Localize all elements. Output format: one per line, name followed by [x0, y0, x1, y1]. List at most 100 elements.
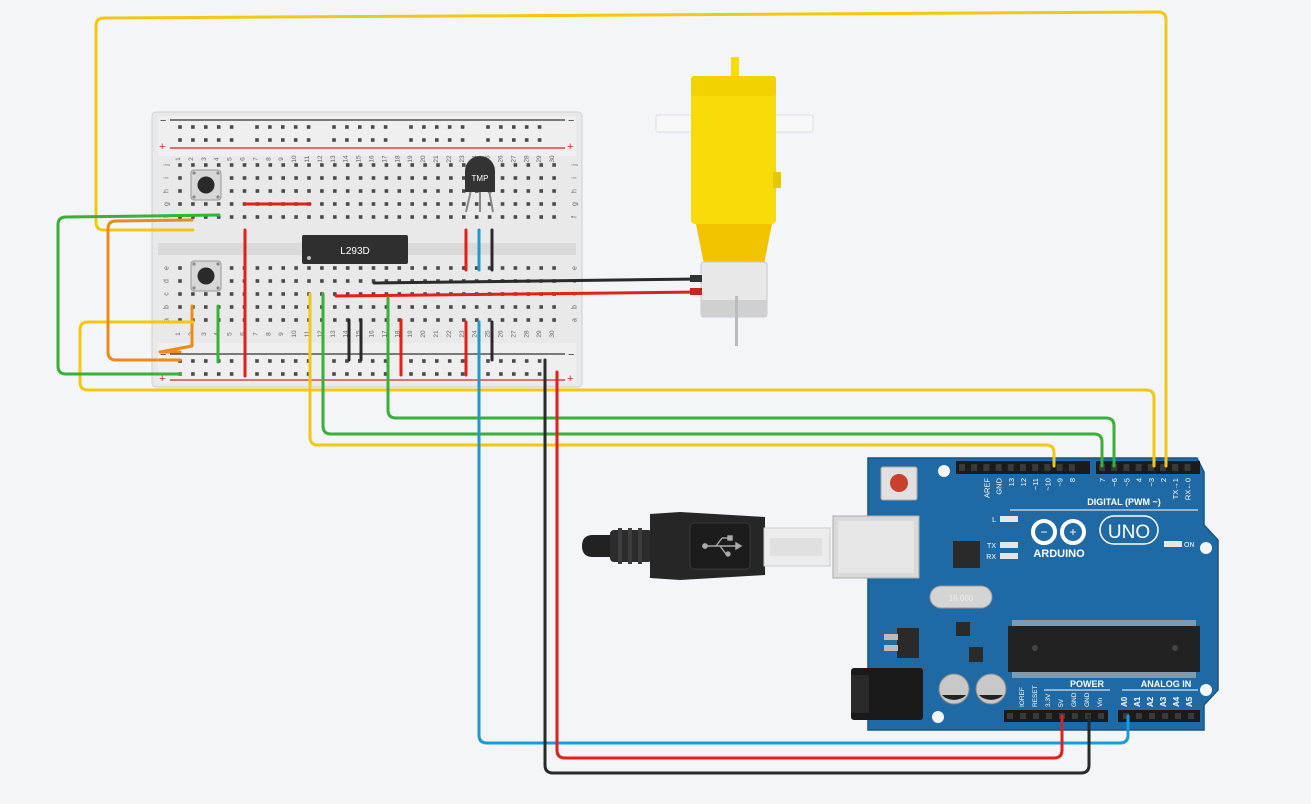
header-pin[interactable] [959, 464, 965, 471]
analog-header[interactable] [1118, 710, 1200, 722]
led-tx [1000, 542, 1018, 548]
power-pin-label: GND [1071, 692, 1078, 707]
column-label: 2 [188, 157, 195, 161]
header-pin[interactable] [1175, 713, 1181, 719]
power-pin-label: GND [1084, 692, 1091, 707]
header-pin[interactable] [1032, 464, 1039, 471]
column-label: 12 [317, 155, 324, 163]
power-header[interactable] [1004, 710, 1108, 722]
reset-button[interactable] [880, 466, 918, 501]
analog-pin-label: A5 [1185, 696, 1194, 707]
column-label: 15 [356, 330, 363, 338]
column-label: 30 [549, 330, 556, 338]
row-label: e [572, 266, 579, 270]
atmega-microcontroller [1008, 620, 1200, 678]
header-pin[interactable] [1046, 713, 1052, 719]
column-label: 24 [472, 330, 479, 338]
header-pin[interactable] [1172, 464, 1179, 471]
digital-pin-label: 8 [1068, 478, 1077, 482]
power-pin-label: Vin [1097, 697, 1104, 707]
pushbutton-top[interactable] [190, 169, 222, 201]
header-pin[interactable] [1020, 713, 1026, 719]
digital-pin-label: 4 [1135, 478, 1144, 482]
led-label: TX [987, 543, 996, 550]
l293d-chip[interactable]: L293D [302, 235, 408, 264]
column-label: 22 [446, 155, 453, 163]
led-on [1164, 541, 1182, 547]
wire-green [386, 296, 1116, 468]
logo-minus-icon: − [1040, 525, 1047, 539]
digital-pin-label: ~11 [1031, 478, 1040, 490]
header-pin[interactable] [1162, 713, 1168, 719]
column-label: 15 [356, 155, 363, 163]
column-label: 19 [407, 330, 414, 338]
header-pin[interactable] [1147, 464, 1154, 471]
header-pin[interactable] [1007, 713, 1013, 719]
column-label: 11 [304, 330, 311, 337]
header-pin[interactable] [971, 464, 978, 471]
rail-minus-label: − [160, 349, 166, 361]
arduino-logo-text: ARDUINO [1033, 548, 1085, 560]
header-pin[interactable] [1098, 713, 1104, 719]
digital-pin-label: ~10 [1043, 478, 1052, 491]
column-label: 7 [252, 157, 259, 161]
header-pin[interactable] [1020, 464, 1026, 471]
header-pin[interactable] [1044, 464, 1051, 471]
column-label: 5 [227, 157, 234, 161]
wire-black [543, 358, 1091, 775]
led-label: RX [986, 554, 996, 561]
digital-pin-label: AREF [982, 478, 991, 498]
header-pin[interactable] [1184, 464, 1191, 471]
column-label: 10 [291, 330, 298, 338]
header-pin[interactable] [1160, 464, 1166, 471]
header-pin[interactable] [995, 464, 1002, 471]
column-label: 16 [369, 330, 376, 338]
header-pin[interactable] [1072, 713, 1078, 719]
header-pin[interactable] [1123, 464, 1130, 471]
power-pin-label: IOREF [1019, 687, 1026, 707]
header-pin[interactable] [1111, 464, 1118, 471]
row-label: h [164, 189, 171, 193]
pushbutton-bottom[interactable] [190, 260, 222, 292]
arduino-uno-board[interactable]: 16.000 − + ARDUINO [832, 457, 1219, 731]
column-label: 29 [536, 155, 543, 163]
rail-minus-label: − [568, 115, 574, 127]
usb-interface-chip [953, 541, 980, 568]
header-pin[interactable] [1149, 713, 1155, 719]
power-label: POWER [1070, 679, 1105, 689]
digital-pin-label: RX←0 [1183, 478, 1192, 500]
header-pin[interactable] [1135, 464, 1142, 471]
header-pin[interactable] [1068, 464, 1075, 471]
row-label: e [164, 266, 171, 270]
column-label: 9 [278, 157, 285, 161]
digital-header[interactable] [956, 461, 1200, 474]
row-label: a [164, 318, 171, 322]
header-pin[interactable] [1136, 713, 1142, 719]
column-label: 10 [291, 155, 298, 163]
header-pin[interactable] [1007, 464, 1014, 471]
on-label: ON [1184, 542, 1195, 549]
digital-pin-label: ~3 [1147, 478, 1156, 487]
column-label: 13 [330, 330, 337, 338]
digital-header-label: DIGITAL (PWM ~) [1087, 497, 1160, 507]
header-pin[interactable] [983, 464, 990, 471]
row-label: g [572, 202, 579, 206]
header-pin[interactable] [1056, 464, 1063, 471]
row-label: j [164, 164, 171, 167]
led-label: L [992, 517, 996, 524]
header-pin[interactable] [1188, 713, 1194, 719]
temperature-sensor[interactable]: TMP [465, 156, 495, 213]
digital-pin-label: 13 [1007, 478, 1016, 486]
column-label: 26 [498, 155, 505, 163]
header-pin[interactable] [1033, 713, 1039, 719]
header-pin[interactable] [1123, 713, 1129, 719]
mounting-hole [1200, 542, 1212, 554]
analog-pin-label: A2 [1146, 696, 1155, 707]
dc-motor[interactable] [655, 57, 814, 346]
rail-plus-label: + [567, 373, 573, 385]
column-label: 21 [433, 155, 440, 163]
power-barrel-jack [851, 668, 923, 720]
breadboard-jumpers [190, 202, 494, 378]
